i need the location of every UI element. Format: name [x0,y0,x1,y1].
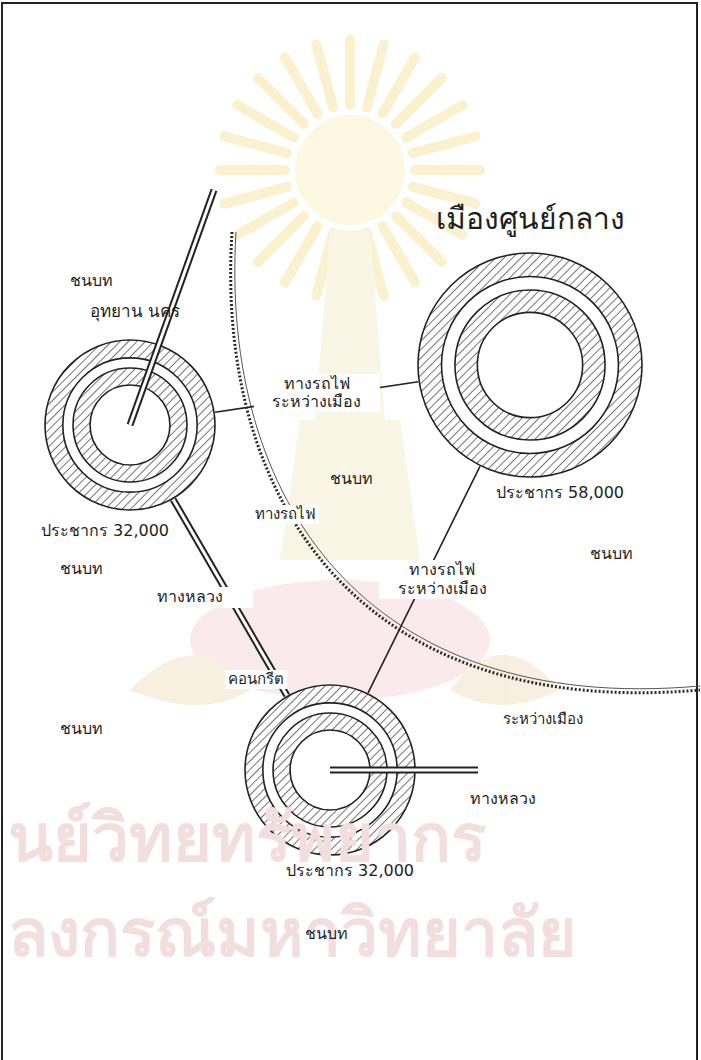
railway-arc-edge [235,232,700,689]
region-label: ชนบท [60,560,103,578]
edge-label: ทางรถไฟ ระหว่างเมือง [379,560,505,599]
town-circle: เมืองศูนย์กลางประชากร 58,000 [400,200,660,510]
road-label: ทางหลวง [470,790,536,808]
region-label: ชนบท [70,272,113,290]
town-name: อุทยาน นคร [90,302,180,322]
population-label: ประชากร 58,000 [496,484,624,502]
frame [2,3,697,1060]
watermark-text: ลงกรณ์มหาวิทยาลัย [8,880,577,985]
railway-label: ระหว่างเมือง [500,710,586,729]
region-label: ชนบท [305,925,348,943]
road-label: คอนกรีต [225,670,287,689]
edge-label: ทางหลวง [127,587,253,607]
region-label: ชนบท [60,720,103,738]
region-label: ชนบท [330,470,373,488]
railway-arc [231,232,700,693]
region-label: ชนบท [590,545,633,563]
town-rings [400,200,660,510]
population-label: ประชากร 32,000 [41,522,169,540]
highway-road [330,770,478,771]
population-label: ประชากร 32,000 [286,862,414,880]
railway-label: ทางรถไฟ [252,505,319,524]
watermark-text: นย์วิทยทรัพยากร [8,785,486,890]
town-rings [25,300,245,545]
town-name: เมืองศูนย์กลาง [436,202,625,237]
highway-road [130,190,214,425]
edge-label: ทางรถไฟ ระหว่างเมือง [254,374,380,413]
town-circle: อุทยาน นครประชากร 32,000 [25,300,245,545]
